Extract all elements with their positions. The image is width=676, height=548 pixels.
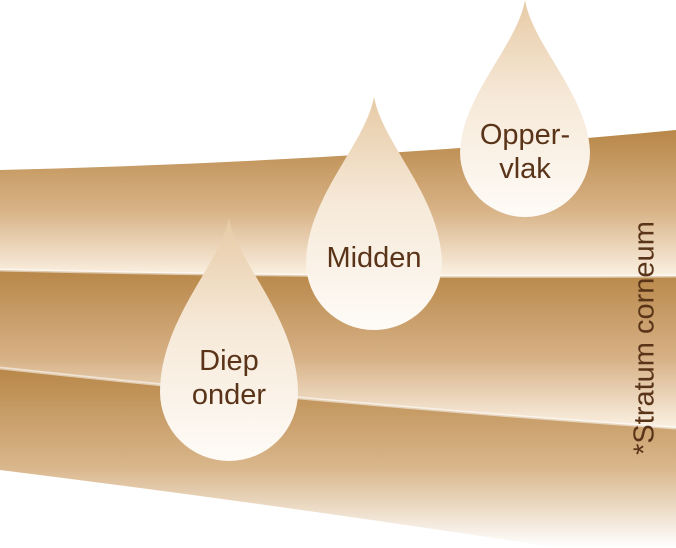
middle-skin-layer [0,270,676,428]
stratum-corneum-label: *Stratum corneum [628,221,661,455]
drop-label-deep: Diep onder [192,344,266,412]
drop-label-middle: Midden [326,241,421,275]
drop-shape-surface [460,0,590,217]
drop-shape-deep [160,218,298,461]
layer-boundary-lower [0,366,676,430]
drop-label-line: vlak [499,153,551,185]
drop-label-line: onder [191,379,267,411]
drop-label-line: Midden [326,242,422,274]
drop-label-line: Opper- [479,119,571,151]
drop-label-surface: Opper- vlak [480,118,570,186]
drop-shape-middle [306,97,442,330]
drop-label-line: Diep [199,345,259,377]
